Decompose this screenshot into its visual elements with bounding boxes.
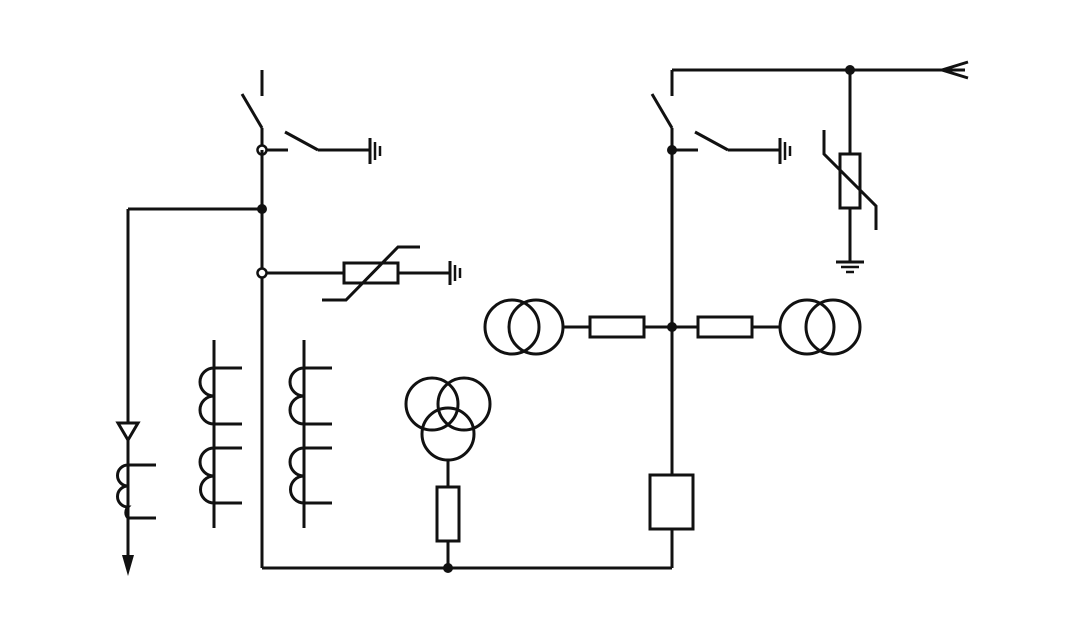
down-arrow-icon bbox=[122, 555, 134, 576]
left-two-winding-transformer-icon bbox=[483, 298, 565, 356]
three-winding-transformer-icon bbox=[404, 376, 492, 568]
incoming-arrow-icon bbox=[936, 60, 969, 80]
current-transformer-1-icon bbox=[198, 340, 242, 528]
right-box-element bbox=[648, 473, 695, 531]
right-two-winding-transformer-icon bbox=[778, 298, 862, 356]
right-feeder bbox=[483, 60, 969, 568]
left-surge-arrester-icon bbox=[262, 245, 450, 302]
incoming-surge-arrester-icon bbox=[822, 70, 878, 262]
left-feeder bbox=[115, 70, 462, 576]
right-disconnect-switch-icon bbox=[650, 93, 674, 150]
cable-junction-dot bbox=[257, 204, 267, 214]
branch-junction-dot bbox=[667, 322, 677, 332]
right-switch-node-dot bbox=[667, 145, 677, 155]
cable-branch bbox=[115, 207, 262, 576]
incoming-junction-dot bbox=[845, 65, 855, 75]
left-arrester-node bbox=[256, 267, 268, 279]
left-disconnect-switch-icon bbox=[240, 70, 264, 150]
arrester-ground-icon bbox=[448, 261, 462, 285]
transformer-fuse-icon bbox=[435, 485, 461, 543]
bottom-connection bbox=[262, 563, 672, 573]
current-transformer-2-icon bbox=[288, 340, 332, 528]
left-earthing-switch-icon bbox=[262, 130, 370, 152]
right-earthing-ground-icon bbox=[778, 138, 792, 164]
cable-termination-icon bbox=[115, 421, 141, 443]
right-branch-fuse-icon bbox=[696, 315, 754, 339]
left-earthing-ground-icon bbox=[368, 138, 382, 164]
incoming-ground-icon bbox=[836, 260, 864, 274]
left-branch-fuse-icon bbox=[588, 315, 646, 339]
right-earthing-switch-icon bbox=[672, 130, 780, 152]
cable-current-transformer-icon bbox=[116, 463, 156, 520]
